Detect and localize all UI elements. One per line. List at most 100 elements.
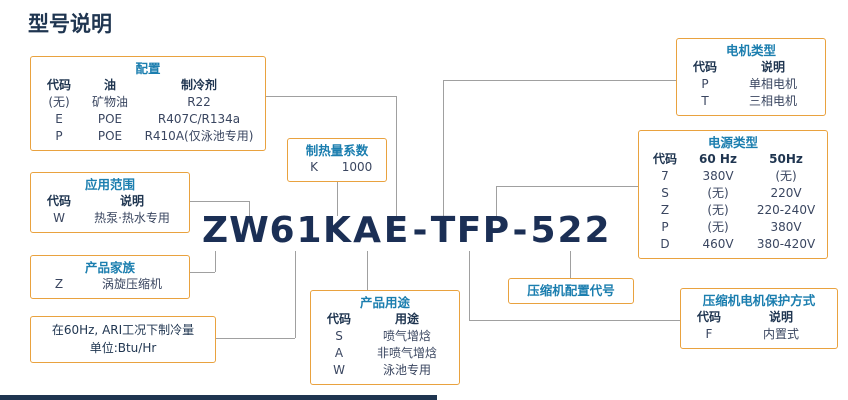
power-type-cell: Z: [660, 203, 670, 217]
config-header-row: 代码 油 制冷剂: [37, 77, 259, 94]
connector-application-h: [170, 201, 249, 202]
application-box-title: 应用范围: [84, 177, 135, 192]
power-type-cell: (无): [775, 169, 797, 183]
config-header-oil: 油: [103, 78, 116, 92]
power-type-header-50hz: 50Hz: [769, 152, 803, 166]
usage-cell: S: [335, 329, 343, 343]
heating-factor-cell: 1000: [341, 160, 373, 174]
protection-cell: F: [705, 327, 713, 341]
config-cell: R407C/R134a: [157, 112, 241, 126]
config-header-code: 代码: [46, 78, 71, 92]
connector-motor-type-v: [443, 80, 444, 216]
connector-protection-v: [469, 251, 470, 320]
power-type-row-2: S (无) 220V: [645, 185, 821, 202]
config-header-refrigerant: 制冷剂: [180, 78, 217, 92]
connector-config-h: [250, 96, 397, 97]
power-type-box: 电源类型 代码 60 Hz 50Hz 7 380V (无) S (无) 220V…: [638, 130, 828, 259]
model-char-dash2: -: [512, 210, 528, 251]
usage-row-2: A 非喷气增焓: [317, 345, 453, 362]
power-type-row-1: 7 380V (无): [645, 168, 821, 185]
connector-family-h: [170, 272, 215, 273]
config-cell: POE: [97, 112, 123, 126]
protection-row-1: F 内置式: [687, 326, 831, 343]
power-type-header-code: 代码: [652, 152, 677, 166]
config-cell: (无): [48, 95, 70, 109]
connector-capacity-v: [295, 251, 296, 338]
motor-type-cell: P: [701, 77, 709, 91]
power-type-cell: (无): [707, 220, 729, 234]
config-cell: P: [55, 129, 63, 143]
protection-header-desc: 说明: [768, 310, 793, 324]
capacity-box: 在60Hz, ARI工况下制冷量 单位:Btu/Hr: [30, 316, 216, 363]
connector-power-type-v: [496, 186, 497, 216]
config-cell: POE: [97, 129, 123, 143]
motor-type-header-row: 代码 说明: [683, 59, 819, 76]
connector-config-v: [396, 96, 397, 216]
model-char-A: A: [353, 210, 381, 251]
power-type-cell: D: [660, 237, 670, 251]
power-type-cell: 380V: [770, 220, 802, 234]
application-cell: W: [53, 211, 65, 225]
connector-usage-v: [367, 251, 368, 300]
power-type-row-4: P (无) 380V: [645, 219, 821, 236]
connector-application-v: [249, 201, 250, 216]
family-box: 产品家族 Z 涡旋压缩机: [30, 255, 190, 299]
motor-type-header-desc: 说明: [760, 60, 785, 74]
motor-type-cell: 单相电机: [748, 77, 797, 91]
usage-box: 产品用途 代码 用途 S 喷气增焓 A 非喷气增焓 W 泳池专用: [310, 290, 460, 385]
model-char-W: W: [229, 210, 269, 251]
power-type-cell: P: [661, 220, 669, 234]
motor-type-box: 电机类型 代码 说明 P 单相电机 T 三相电机: [676, 38, 826, 116]
config-cell: E: [55, 112, 63, 126]
connector-family-v: [215, 251, 216, 272]
power-type-header-row: 代码 60 Hz 50Hz: [645, 151, 821, 168]
model-char-dash1: -: [412, 210, 428, 251]
model-char-Z: Z: [201, 210, 229, 251]
application-header-desc: 说明: [119, 194, 144, 208]
model-char-1: 1: [296, 210, 322, 251]
usage-header-row: 代码 用途: [317, 311, 453, 328]
config-cell: R410A(仅泳池专用): [144, 129, 254, 143]
motor-type-header-code: 代码: [692, 60, 717, 74]
family-cell: Z: [54, 277, 64, 291]
config-code-box: 压缩机配置代号: [508, 278, 634, 304]
config-row-2: E POE R407C/R134a: [37, 111, 259, 128]
family-row-1: Z 涡旋压缩机: [37, 276, 183, 293]
family-cell: 涡旋压缩机: [101, 277, 162, 291]
connector-heating-factor-v: [337, 176, 338, 216]
power-type-cell: 7: [661, 169, 669, 183]
power-type-cell: (无): [707, 203, 729, 217]
power-type-row-5: D 460V 380-420V: [645, 236, 821, 253]
config-row-3: P POE R410A(仅泳池专用): [37, 128, 259, 145]
heating-factor-box-title: 制热量系数: [305, 143, 369, 158]
model-char-T: T: [430, 210, 456, 251]
heating-factor-row-1: K 1000: [294, 159, 380, 176]
connector-capacity-h: [200, 338, 295, 339]
model-char-2b: 2: [584, 210, 610, 251]
connector-motor-type-h: [443, 80, 693, 81]
protection-box-title: 压缩机电机保护方式: [702, 293, 816, 308]
config-code-box-title: 压缩机配置代号: [527, 283, 615, 298]
connector-config-code-v: [570, 251, 571, 290]
heating-factor-box: 制热量系数 K 1000: [287, 138, 387, 182]
usage-cell: 喷气增焓: [382, 329, 431, 343]
usage-box-title: 产品用途: [359, 295, 410, 310]
power-type-header-60hz: 60 Hz: [699, 152, 737, 166]
motor-type-cell: T: [701, 94, 709, 108]
application-header-row: 代码 说明: [37, 193, 183, 210]
model-char-P: P: [482, 210, 510, 251]
usage-row-1: S 喷气增焓: [317, 328, 453, 345]
motor-type-cell: 三相电机: [748, 94, 797, 108]
power-type-box-title: 电源类型: [707, 135, 758, 150]
connector-protection-h: [469, 320, 700, 321]
power-type-cell: 220V: [770, 186, 802, 200]
usage-header-code: 代码: [326, 312, 351, 326]
capacity-line-1: 在60Hz, ARI工况下制冷量: [51, 323, 195, 337]
usage-cell: A: [334, 346, 344, 360]
motor-type-box-title: 电机类型: [725, 43, 776, 58]
bottom-table-edge: [0, 395, 437, 400]
application-header-code: 代码: [46, 194, 71, 208]
heating-factor-cell: K: [310, 160, 318, 174]
model-char-K: K: [323, 210, 351, 251]
